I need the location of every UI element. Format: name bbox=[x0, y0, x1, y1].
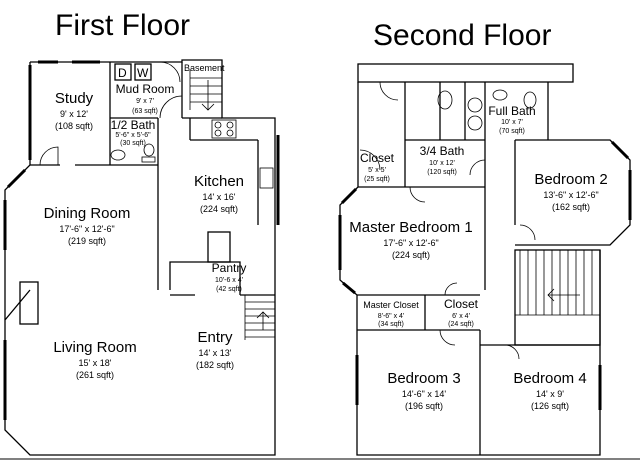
room-name: Dining Room bbox=[44, 205, 131, 222]
room-name: Bedroom 2 bbox=[534, 171, 607, 188]
dryer-label: D bbox=[118, 66, 127, 80]
room-area: (182 sqft) bbox=[196, 360, 234, 370]
room-living-room: Living Room 15' x 18' (261 sqft) bbox=[53, 339, 136, 380]
room-name: Mud Room bbox=[116, 82, 175, 96]
room-area: (63 sqft) bbox=[132, 108, 158, 115]
room-bedroom-4: Bedroom 4 14' x 9' (126 sqft) bbox=[513, 370, 586, 411]
room-size: 15' x 18' bbox=[79, 358, 112, 368]
room-area: (70 sqft) bbox=[499, 128, 525, 135]
room-half-bath: 1/2 Bath 5'-6" x 5'-6" (30 sqft) bbox=[111, 118, 156, 147]
second-floor-labels: Closet 5' x 5' (25 sqft) 3/4 Bath 10' x … bbox=[349, 104, 607, 411]
room-size: 9' x 12' bbox=[60, 109, 88, 119]
room-area: (120 sqft) bbox=[427, 169, 457, 176]
room-name: Full Bath bbox=[488, 104, 535, 118]
room-area: (261 sqft) bbox=[76, 370, 114, 380]
room-size: 10' x 12' bbox=[429, 160, 455, 167]
room-name: Closet bbox=[360, 151, 395, 165]
room-area: (30 sqft) bbox=[120, 140, 146, 147]
room-name: 1/2 Bath bbox=[111, 118, 156, 132]
room-full-bath: Full Bath 10' x 7' (70 sqft) bbox=[488, 104, 535, 135]
room-area: (34 sqft) bbox=[378, 321, 404, 328]
room-size: 5'-6" x 5'-6" bbox=[115, 132, 151, 139]
room-size: 6' x 4' bbox=[452, 313, 470, 320]
second-floor-windows bbox=[338, 140, 632, 410]
room-area: (219 sqft) bbox=[68, 236, 106, 246]
room-closet-lower: Closet 6' x 4' (24 sqft) bbox=[444, 297, 479, 328]
room-mud-room: Mud Room 9' x 7' (63 sqft) bbox=[116, 82, 175, 115]
room-dining-room: Dining Room 17'-6" x 12'-6" (219 sqft) bbox=[44, 205, 131, 246]
room-pantry: Pantry 10'-6 x 4' (42 sqft) bbox=[212, 261, 247, 293]
room-size: 17'-6" x 12'-6" bbox=[59, 224, 114, 234]
room-closet-upper: Closet 5' x 5' (25 sqft) bbox=[360, 151, 395, 183]
room-master-bedroom-1: Master Bedroom 1 17'-6" x 12'-6" (224 sq… bbox=[349, 219, 472, 260]
first-floor-windows bbox=[3, 60, 280, 420]
room-area: (126 sqft) bbox=[531, 401, 569, 411]
room-name: Bedroom 4 bbox=[513, 370, 586, 387]
room-area: (196 sqft) bbox=[405, 401, 443, 411]
room-bedroom-3: Bedroom 3 14'-6" x 14' (196 sqft) bbox=[387, 370, 460, 411]
room-name: Bedroom 3 bbox=[387, 370, 460, 387]
room-size: 14' x 9' bbox=[536, 389, 564, 399]
room-area: (224 sqft) bbox=[200, 204, 238, 214]
room-name: Living Room bbox=[53, 339, 136, 356]
room-area: (224 sqft) bbox=[392, 250, 430, 260]
washer-icon bbox=[134, 63, 152, 81]
room-area: (25 sqft) bbox=[364, 176, 390, 183]
basement-label: Basement bbox=[184, 63, 225, 73]
room-size: 5' x 5' bbox=[368, 167, 386, 174]
room-size: 10'-6 x 4' bbox=[215, 277, 243, 284]
room-bedroom-2: Bedroom 2 13'-6" x 12'-6" (162 sqft) bbox=[534, 171, 607, 212]
room-size: 9' x 7' bbox=[136, 98, 154, 105]
second-floor-title: Second Floor bbox=[373, 19, 551, 52]
room-size: 13'-6" x 12'-6" bbox=[543, 190, 598, 200]
room-entry: Entry 14' x 13' (182 sqft) bbox=[196, 329, 234, 370]
room-name: Kitchen bbox=[194, 173, 244, 190]
room-master-closet: Master Closet 8'-6" x 4' (34 sqft) bbox=[363, 300, 419, 328]
room-size: 14' x 13' bbox=[199, 348, 232, 358]
first-floor-title: First Floor bbox=[55, 9, 190, 42]
first-floor-labels: Study 9' x 12' (108 sqft) Mud Room 9' x … bbox=[44, 82, 247, 380]
room-kitchen: Kitchen 14' x 16' (224 sqft) bbox=[194, 173, 244, 214]
room-study: Study 9' x 12' (108 sqft) bbox=[55, 90, 94, 131]
room-name: Closet bbox=[444, 297, 479, 311]
room-area: (108 sqft) bbox=[55, 121, 93, 131]
room-three-quarter-bath: 3/4 Bath 10' x 12' (120 sqft) bbox=[420, 144, 465, 176]
room-name: Master Closet bbox=[363, 300, 419, 310]
room-area: (42 sqft) bbox=[216, 286, 242, 293]
second-floor-walls bbox=[339, 63, 631, 456]
dryer-icon bbox=[114, 63, 132, 81]
room-size: 10' x 7' bbox=[501, 119, 523, 126]
washer-label: W bbox=[137, 66, 149, 80]
room-area: (162 sqft) bbox=[552, 202, 590, 212]
room-size: 17'-6" x 12'-6" bbox=[383, 238, 438, 248]
room-name: Study bbox=[55, 90, 94, 107]
room-name: 3/4 Bath bbox=[420, 144, 465, 158]
room-size: 14' x 16' bbox=[203, 192, 236, 202]
room-area: (24 sqft) bbox=[448, 321, 474, 328]
room-name: Entry bbox=[197, 329, 233, 346]
room-size: 14'-6" x 14' bbox=[402, 389, 446, 399]
room-name: Pantry bbox=[212, 261, 247, 275]
room-size: 8'-6" x 4' bbox=[378, 313, 405, 320]
room-name: Master Bedroom 1 bbox=[349, 219, 472, 236]
